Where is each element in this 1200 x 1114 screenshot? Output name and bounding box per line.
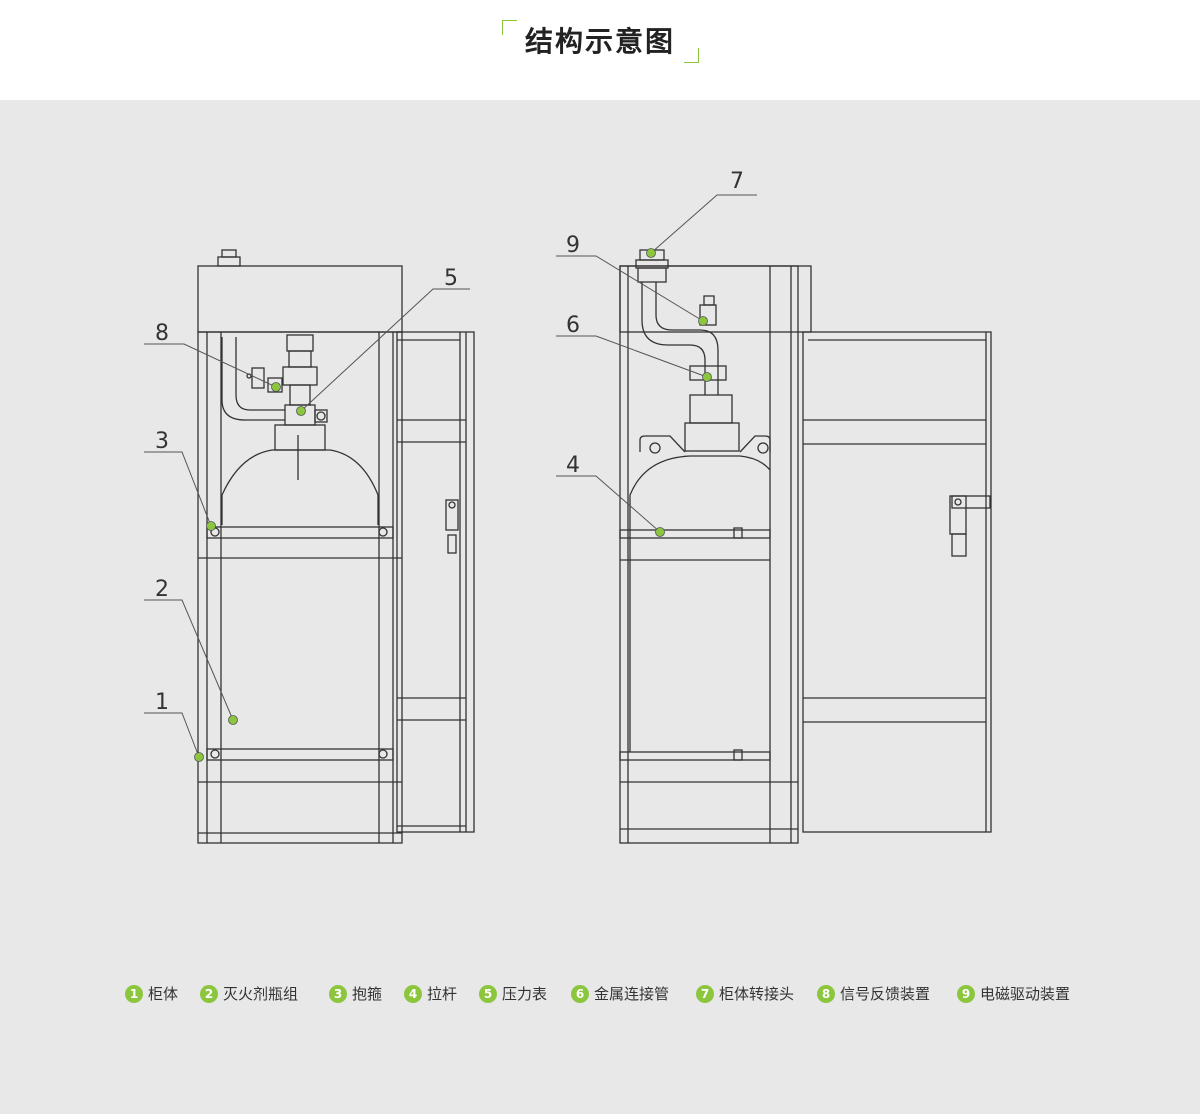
legend-item-hoop: 3 抱箍	[329, 983, 382, 1004]
legend-label: 电磁驱动装置	[980, 985, 1071, 1003]
page-title: 结构示意图	[524, 25, 675, 58]
legend-label: 灭火剂瓶组	[223, 985, 299, 1003]
left-cabinet-drawing	[197, 249, 475, 844]
legend-label: 抱箍	[352, 985, 383, 1003]
legend-number-badge: 5	[479, 984, 497, 1003]
callout-5: 5	[444, 266, 458, 291]
marker-dots	[194, 248, 712, 762]
legend-label: 拉杆	[427, 985, 458, 1003]
legend-item-tie-rod: 4 拉杆	[404, 983, 457, 1004]
callout-2: 2	[155, 577, 169, 602]
legend-number-badge: 3	[329, 984, 347, 1003]
legend-number-badge: 9	[957, 984, 975, 1003]
callout-6: 6	[566, 313, 580, 338]
right-cabinet-drawing	[619, 249, 992, 844]
title-corner-bottom-right	[684, 48, 699, 63]
legend-item-solenoid-driver: 9 电磁驱动装置	[957, 983, 1070, 1004]
diagram-panel	[0, 100, 1200, 1114]
legend-item-signal-feedback: 8 信号反馈装置	[817, 983, 930, 1004]
legend-item-metal-pipe: 6 金属连接管	[571, 983, 669, 1004]
legend: 1 柜体 2 灭火剂瓶组 3 抱箍 4 拉杆 5 压力表 6 金属连接管 7 柜…	[0, 983, 1200, 1005]
callout-3: 3	[155, 429, 169, 454]
legend-item-cabinet: 1 柜体	[125, 983, 178, 1004]
legend-number-badge: 2	[200, 984, 218, 1003]
legend-number-badge: 8	[817, 984, 835, 1003]
legend-label: 压力表	[502, 985, 548, 1003]
callout-4: 4	[566, 453, 580, 478]
legend-number-badge: 6	[571, 984, 589, 1003]
legend-label: 信号反馈装置	[840, 985, 931, 1003]
callout-7: 7	[730, 169, 744, 194]
legend-label: 柜体	[148, 985, 179, 1003]
legend-item-agent-cylinder: 2 灭火剂瓶组	[200, 983, 298, 1004]
callout-8: 8	[155, 321, 169, 346]
legend-label: 金属连接管	[594, 985, 670, 1003]
callout-1: 1	[155, 690, 169, 715]
legend-number-badge: 4	[404, 984, 422, 1003]
legend-number-badge: 7	[696, 984, 714, 1003]
legend-label: 柜体转接头	[719, 985, 795, 1003]
legend-number-badge: 1	[125, 984, 143, 1003]
callout-9: 9	[566, 233, 580, 258]
title-corner-top-left	[502, 20, 517, 35]
legend-item-pressure-gauge: 5 压力表	[479, 983, 547, 1004]
leader-lines	[144, 194, 757, 758]
header: 结构示意图	[0, 0, 1200, 100]
legend-item-cabinet-adapter: 7 柜体转接头	[696, 983, 794, 1004]
